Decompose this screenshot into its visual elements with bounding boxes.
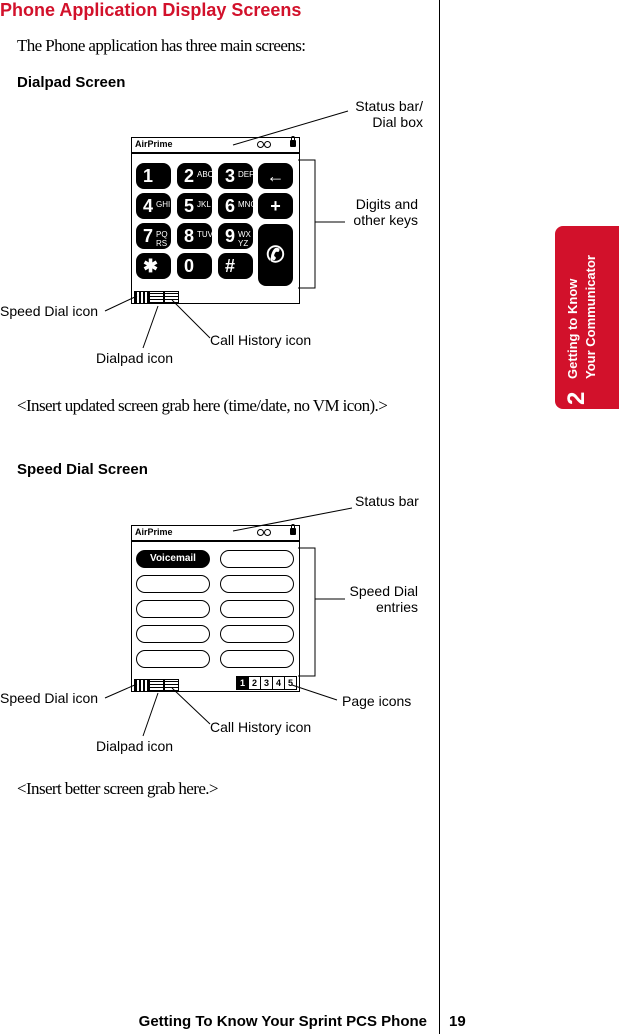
- callout-call-history-icon: Call History icon: [210, 719, 312, 735]
- key-digit: #: [225, 256, 236, 276]
- dialpad-icon[interactable]: [149, 679, 164, 692]
- callout-speed-dial-entries: Speed Dial entries: [349, 583, 419, 615]
- speed-dial-screen: AirPrime Voicemail 1 2 3 4 5: [131, 524, 300, 692]
- speed-dial-section-title: Speed Dial Screen: [17, 461, 148, 478]
- key-letters: MNO: [238, 200, 257, 209]
- speed-dial-icon[interactable]: [134, 679, 149, 692]
- key-digit: ✱: [143, 256, 159, 276]
- phone-icon: ✆: [266, 242, 285, 267]
- speed-dial-entry[interactable]: [220, 600, 294, 618]
- speed-dial-entry[interactable]: [220, 550, 294, 568]
- key-digit: 1: [143, 166, 154, 186]
- callout-page-icons: Page icons: [342, 693, 412, 709]
- callout-speed-dial-icon: Speed Dial icon: [0, 303, 99, 319]
- chapter-tab: 2 Getting to Know Your Communicator: [555, 226, 619, 409]
- toolbar-icons: [132, 289, 180, 304]
- chapter-title-line2: Your Communicator: [583, 255, 598, 379]
- speed-dial-entry[interactable]: [136, 650, 210, 668]
- dialpad-key[interactable]: 0: [177, 253, 212, 279]
- dialpad-icon[interactable]: [149, 291, 164, 304]
- key-digit: 2: [184, 166, 195, 186]
- callout-call-history-icon: Call History icon: [210, 332, 312, 348]
- callout-digits-keys: Digits and other keys: [353, 196, 418, 228]
- dialpad-key[interactable]: ✱: [136, 253, 171, 279]
- key-digit: 7: [143, 226, 154, 246]
- key-digit: 0: [184, 256, 195, 276]
- chapter-title-line1: Getting to Know: [565, 278, 580, 379]
- footer-title: Getting To Know Your Sprint PCS Phone: [138, 1013, 427, 1030]
- call-history-icon[interactable]: [164, 291, 179, 304]
- speed-dial-entry[interactable]: [136, 600, 210, 618]
- speed-dial-icon[interactable]: [134, 291, 149, 304]
- key-letters: WX YZ: [238, 230, 251, 248]
- page-icons: 1 2 3 4 5: [236, 676, 297, 690]
- dialpad-note: <Insert updated screen grab here (time/d…: [17, 396, 388, 415]
- key-digit: 3: [225, 166, 236, 186]
- page-icon-5[interactable]: 5: [284, 676, 297, 690]
- call-history-icon[interactable]: [164, 679, 179, 692]
- key-letters: PQ RS: [156, 230, 168, 248]
- voicemail-icon: [257, 529, 271, 536]
- call-key[interactable]: ✆: [258, 224, 293, 286]
- key-letters: TUV: [197, 230, 213, 239]
- callout-dialpad-icon: Dialpad icon: [96, 350, 174, 366]
- speed-dial-entry-voicemail[interactable]: Voicemail: [136, 550, 210, 568]
- key-digit: 9: [225, 226, 236, 246]
- key-letters: DEF: [238, 170, 254, 179]
- key-letters: ABC: [197, 170, 214, 179]
- chapter-number: 2: [563, 391, 590, 405]
- column-divider: [439, 0, 440, 1034]
- screen-title: AirPrime: [135, 139, 173, 149]
- callout-dialpad-icon: Dialpad icon: [96, 738, 174, 754]
- callout-speed-dial-icon: Speed Dial icon: [0, 690, 99, 706]
- key-digit: 5: [184, 196, 195, 216]
- key-digit: 6: [225, 196, 236, 216]
- callout-status-bar: Status bar: [355, 493, 419, 509]
- key-letters: JKL: [197, 200, 211, 209]
- status-bar: AirPrime: [132, 524, 299, 542]
- toolbar-icons: [132, 677, 180, 692]
- page-heading: Phone Application Display Screens: [0, 0, 302, 20]
- dialpad-key[interactable]: #: [218, 253, 253, 279]
- page-number: 19: [449, 1013, 466, 1030]
- intro-text: The Phone application has three main scr…: [17, 36, 306, 55]
- speed-dial-entry[interactable]: [220, 650, 294, 668]
- key-digit: 8: [184, 226, 195, 246]
- voicemail-icon: [257, 141, 271, 148]
- speed-dial-entry[interactable]: [220, 625, 294, 643]
- key-letters: GHI: [156, 200, 171, 209]
- speed-dial-entry[interactable]: [136, 575, 210, 593]
- dialpad-section-title: Dialpad Screen: [17, 74, 126, 91]
- speed-dial-entry[interactable]: [220, 575, 294, 593]
- backspace-key[interactable]: ←: [258, 163, 293, 189]
- screen-title: AirPrime: [135, 527, 173, 537]
- plus-key[interactable]: +: [258, 193, 293, 219]
- speed-dial-entry[interactable]: [136, 625, 210, 643]
- lock-icon: [290, 136, 296, 147]
- key-digit: 4: [143, 196, 154, 216]
- speed-dial-note: <Insert better screen grab here.>: [17, 779, 219, 798]
- callout-status-bar-dial-box: Status bar/ Dial box: [355, 98, 423, 130]
- dialpad-key[interactable]: 1: [136, 163, 171, 189]
- lock-icon: [290, 524, 296, 535]
- status-bar: AirPrime: [132, 136, 299, 154]
